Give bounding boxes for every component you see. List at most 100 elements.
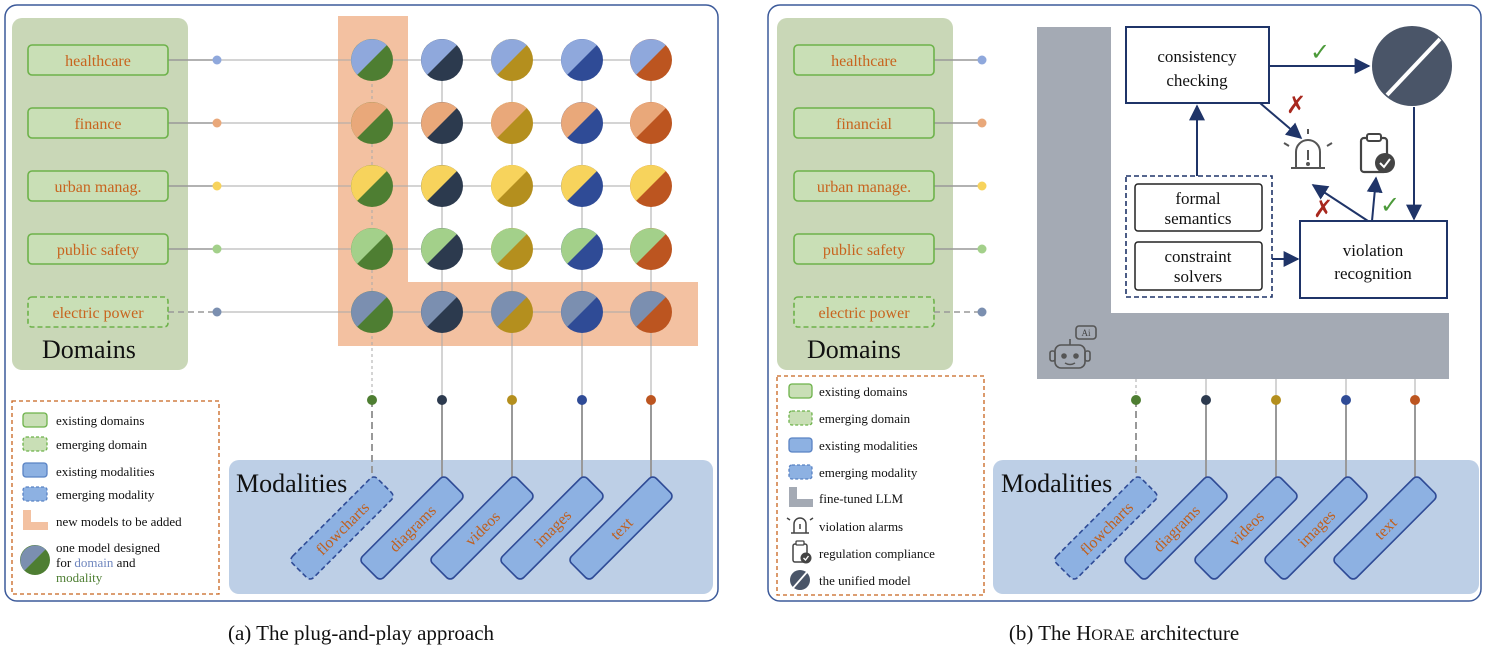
flow-arrows — [1189, 58, 1422, 267]
modality-box-images — [500, 476, 604, 580]
consistency-checking-box — [1125, 26, 1270, 104]
legend-b-existing-domain-swatch — [788, 383, 813, 399]
domain-box-public-safety — [793, 233, 935, 265]
modality-box-videos — [1194, 476, 1298, 580]
modality-pill-text: text — [1333, 476, 1437, 580]
model-urban-manag-images — [561, 165, 603, 207]
panel-a: Domains Modalities healthcarefinanceurba… — [4, 4, 719, 645]
modality-box-images — [1264, 476, 1368, 580]
legend-b-fine-tuned: fine-tuned LLM — [819, 491, 904, 506]
modality-dot-flowcharts — [367, 395, 377, 405]
cross-violation: ✗ — [1313, 197, 1333, 223]
domain-box-healthcare — [27, 44, 169, 76]
legend-new-models-swatch — [23, 510, 48, 530]
domain-label-public-safety: public safety — [823, 242, 905, 259]
model-electric-power-flowcharts — [351, 291, 393, 333]
model-matrix — [351, 39, 672, 333]
modality-dot-images — [1341, 395, 1351, 405]
model-public-safety-diagrams — [421, 228, 463, 270]
domains-title-b: Domains — [807, 335, 901, 364]
model-public-safety-videos — [491, 228, 533, 270]
violation-recognition-box — [1299, 220, 1448, 299]
modality-box-text — [1333, 476, 1437, 580]
check-consistent: ✓ — [1310, 40, 1330, 66]
domain-label-healthcare: healthcare — [65, 53, 131, 70]
modality-box-diagrams — [360, 476, 464, 580]
svg-text:Ai: Ai — [1082, 328, 1091, 338]
domain-label-urban-manag: urban manag. — [54, 179, 141, 196]
modality-dot-diagrams — [1201, 395, 1211, 405]
legend-b-compliance: regulation compliance — [819, 546, 935, 561]
model-healthcare-videos — [491, 39, 533, 81]
violation-label-2: recognition — [1334, 264, 1412, 283]
legend-existing-domain-swatch — [22, 412, 48, 428]
model-healthcare-diagrams — [421, 39, 463, 81]
domain-box-finance — [27, 107, 169, 139]
model-healthcare-flowcharts — [351, 39, 393, 81]
legend-existing-domains: existing domains — [56, 413, 144, 428]
legend-b-alarms: violation alarms — [819, 519, 903, 534]
domain-label-financial: financial — [836, 116, 893, 133]
domain-dot-financial — [977, 118, 987, 128]
formal-semantics-box — [1134, 183, 1263, 232]
legend-new-models: new models to be added — [56, 514, 182, 529]
panel-b-frame — [767, 4, 1482, 602]
arrow-violation-to-compliance — [1366, 176, 1383, 222]
domain-box-electric-power — [27, 296, 169, 328]
compliance-icon — [1359, 133, 1395, 174]
unified-model-icon — [1372, 26, 1452, 106]
cross-inconsistent: ✗ — [1286, 93, 1306, 119]
model-urban-manag-text — [630, 165, 672, 207]
check-compliant: ✓ — [1380, 193, 1400, 219]
domain-box-urban-manage — [793, 170, 935, 202]
legend-one-model-1: one model designed — [56, 540, 160, 555]
model-public-safety-flowcharts — [351, 228, 393, 270]
modality-dot-videos — [507, 395, 517, 405]
modality-dot-diagrams — [437, 395, 447, 405]
caption-b: (b) The HORAE architecture — [1009, 621, 1239, 645]
constraint-solvers-box — [1134, 241, 1263, 291]
domain-label-electric-power: electric power — [52, 305, 144, 322]
legend-a-frame — [11, 400, 220, 595]
fine-tuned-llm-region — [1037, 27, 1449, 379]
legend-b-existing-domains: existing domains — [819, 384, 907, 399]
legend-b-existing-modality-swatch — [788, 437, 813, 453]
model-finance-flowcharts — [351, 102, 393, 144]
modality-box-flowcharts — [290, 476, 394, 580]
legend-one-model-2: for domain and — [56, 555, 136, 570]
model-electric-power-text — [630, 291, 672, 333]
domain-dot-healthcare — [212, 55, 222, 65]
legend-emerging-modality: emerging modality — [56, 487, 155, 502]
domain-dot-public-safety — [977, 244, 987, 254]
legend-one-model-3: modality — [56, 570, 103, 585]
legend-compliance-icon — [792, 540, 812, 564]
model-public-safety-images — [561, 228, 603, 270]
legend-b-emerging-domain: emerging domain — [819, 411, 911, 426]
modalities-title: Modalities — [236, 469, 347, 498]
legend-b-existing-modalities: existing modalities — [819, 438, 918, 453]
legend-emerging-domain: emerging domain — [56, 437, 148, 452]
modality-dot-images — [577, 395, 587, 405]
domain-dot-electric-power — [212, 307, 222, 317]
modalities-title-b: Modalities — [1001, 469, 1112, 498]
modality-box-videos — [430, 476, 534, 580]
grid-lines-b — [934, 59, 1416, 485]
legend-b-emerging-modality: emerging modality — [819, 465, 918, 480]
caption-a: (a) The plug-and-play approach — [228, 621, 495, 645]
panel-a-frame — [4, 4, 719, 602]
legend-b-emerging-modality-swatch — [788, 464, 813, 480]
legend-unified-icon — [790, 570, 810, 590]
domain-box-healthcare — [793, 44, 935, 76]
domain-dot-urban-manage — [977, 181, 987, 191]
legend-emerging-modality-swatch — [22, 486, 48, 502]
consistency-label-2: checking — [1166, 71, 1228, 90]
modality-dot-text — [1410, 395, 1420, 405]
model-urban-manag-diagrams — [421, 165, 463, 207]
domain-label-electric-power: electric power — [818, 305, 910, 322]
modality-box-text — [569, 476, 673, 580]
domain-label-urban-manage: urban manage. — [817, 179, 911, 196]
model-finance-text — [630, 102, 672, 144]
legend-alarm-icon — [786, 517, 814, 534]
